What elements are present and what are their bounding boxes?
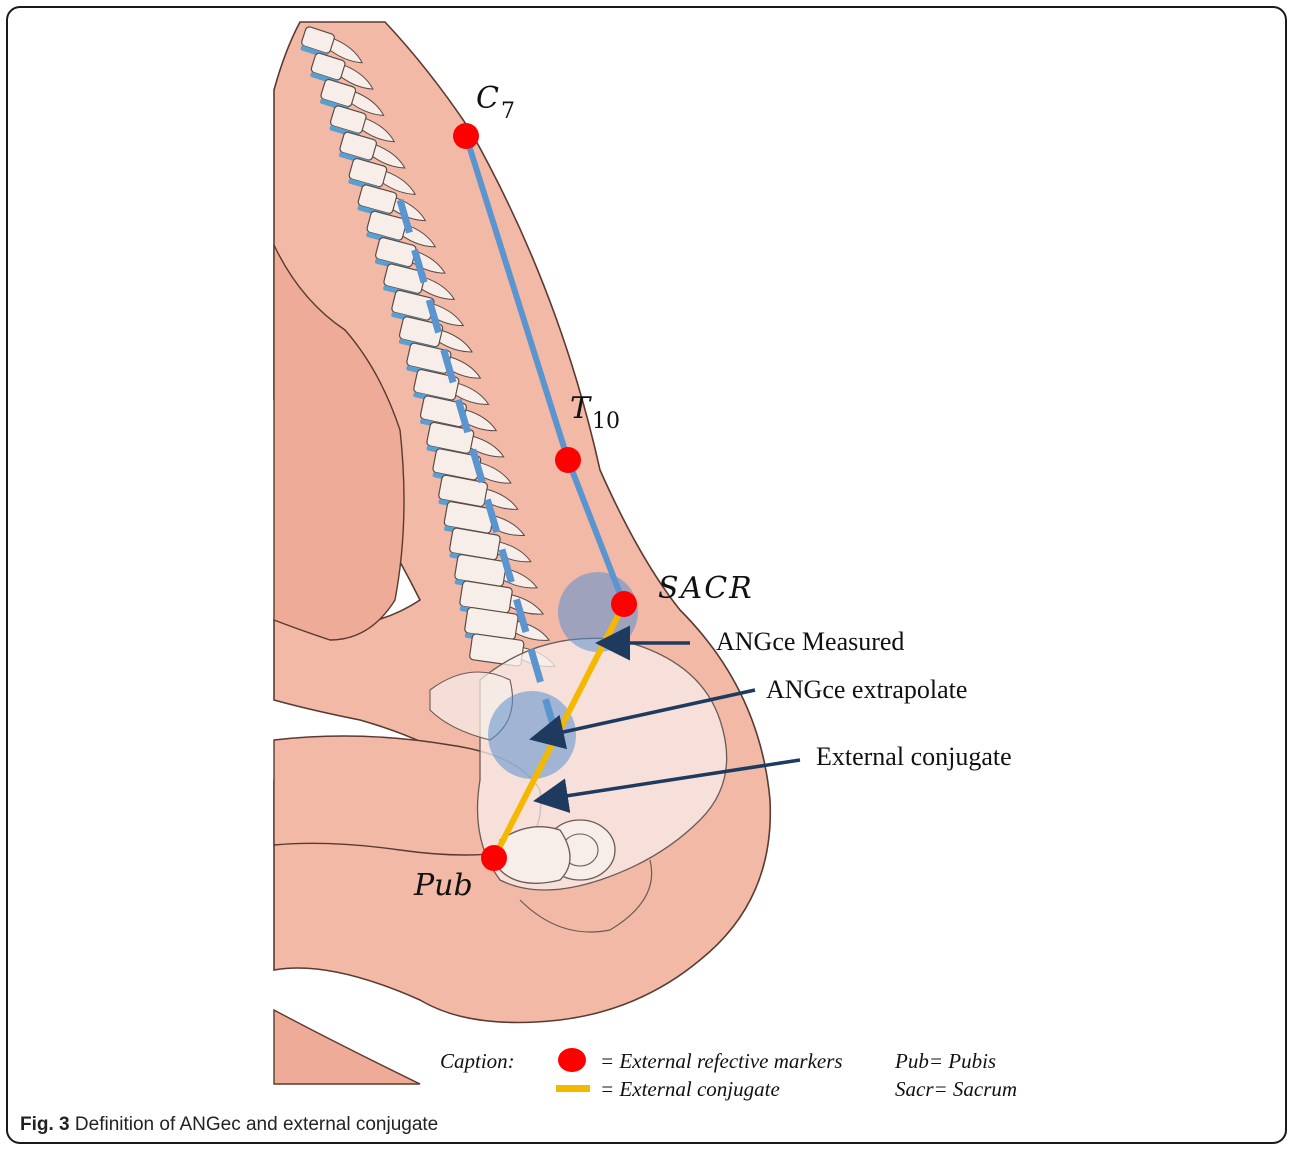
angce-extrapolate-region xyxy=(488,691,576,779)
figure-caption: Fig. 3 Definition of ANGec and external … xyxy=(20,1114,438,1136)
legend-marker-swatch xyxy=(558,1048,586,1072)
sacr-label: SACR xyxy=(658,571,754,606)
label-extrapolate: ANGce extrapolate xyxy=(766,675,967,704)
pub-marker xyxy=(481,845,507,871)
c7-marker xyxy=(453,123,479,149)
sacr-marker xyxy=(611,591,637,617)
figure-number: Fig. 3 xyxy=(20,1114,70,1135)
figure-caption-text: Definition of ANGec and external conjuga… xyxy=(75,1114,438,1135)
label-conjugate: External conjugate xyxy=(816,742,1012,771)
legend-conjugate-swatch xyxy=(556,1085,590,1092)
pub-label: Pub xyxy=(413,868,473,903)
legend-conjugate-text: = External conjugate xyxy=(600,1077,780,1101)
legend-sacr-text: Sacr= Sacrum xyxy=(895,1077,1017,1101)
legend-pub-text: Pub= Pubis xyxy=(894,1049,996,1073)
legend-marker-text: = External refective markers xyxy=(600,1049,843,1073)
label-measured: ANGce Measured xyxy=(716,627,904,656)
t10-marker xyxy=(555,447,581,473)
legend-caption-label: Caption: xyxy=(440,1049,515,1073)
